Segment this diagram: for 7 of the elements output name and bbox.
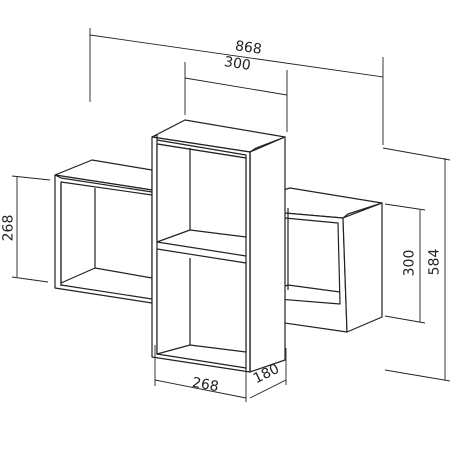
dimension-label: 300 <box>402 250 416 276</box>
dimension-label: 584 <box>426 248 441 276</box>
dimension-label: 300 <box>222 55 252 73</box>
dimension-label: 180 <box>250 362 281 386</box>
dimension-label: 868 <box>234 39 262 57</box>
dimension-label: 268 <box>0 214 15 242</box>
dimension-label: 268 <box>190 376 220 394</box>
